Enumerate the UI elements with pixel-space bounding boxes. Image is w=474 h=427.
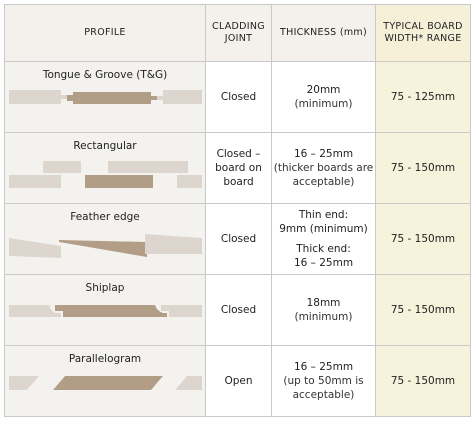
range-cell: 75 - 150mm bbox=[375, 345, 471, 417]
thickness-cell: 16 – 25mm (thicker boards are acceptable… bbox=[271, 132, 376, 204]
thickness-note: (up to 50mm is acceptable) bbox=[283, 375, 364, 401]
thickness-value: 20mm bbox=[306, 84, 341, 96]
joint-cell: Open bbox=[205, 345, 272, 417]
header-cladding-joint: CLADDING JOINT bbox=[205, 4, 272, 62]
feather-edge-profile-icon bbox=[9, 234, 202, 258]
profile-cell: Feather edge bbox=[4, 203, 206, 275]
thickness-value: 16 – 25mm bbox=[293, 148, 354, 160]
table-row: Parallelogram Open 16 – 25mm (up to 50mm… bbox=[4, 345, 471, 417]
profile-name: Parallelogram bbox=[68, 353, 142, 365]
thickness-thin-label: Thin end: bbox=[298, 209, 349, 221]
thickness-thick-value: 16 – 25mm bbox=[293, 257, 354, 269]
thickness-cell: Thin end: 9mm (minimum) Thick end: 16 – … bbox=[271, 203, 376, 275]
thickness-cell: 16 – 25mm (up to 50mm is acceptable) bbox=[271, 345, 376, 417]
profile-cell: Shiplap bbox=[4, 274, 206, 346]
profile-cell: Tongue & Groove (T&G) bbox=[4, 61, 206, 133]
profile-cell: Rectangular bbox=[4, 132, 206, 204]
joint-cell: Closed bbox=[205, 274, 272, 346]
profile-name: Rectangular bbox=[73, 140, 137, 152]
rectangular-profile-icon bbox=[9, 161, 202, 188]
thickness-cell: 20mm (minimum) bbox=[271, 61, 376, 133]
joint-cell: Closed bbox=[205, 61, 272, 133]
joint-cell: Closed – board on board bbox=[205, 132, 272, 204]
thickness-cell: 18mm (minimum) bbox=[271, 274, 376, 346]
tongue-groove-profile-icon bbox=[9, 90, 202, 104]
header-thickness: THICKNESS (mm) bbox=[271, 4, 376, 62]
profile-name: Shiplap bbox=[85, 282, 125, 294]
thickness-note: (thicker boards are acceptable) bbox=[273, 162, 374, 188]
table-row: Shiplap Closed 18mm (minimum) 75 - 150mm bbox=[4, 274, 471, 346]
thickness-value: 18mm bbox=[306, 297, 341, 309]
thickness-note: (minimum) bbox=[294, 98, 353, 110]
thickness-note: (minimum) bbox=[294, 311, 353, 323]
header-typical-board-width: TYPICAL BOARD WIDTH* RANGE bbox=[375, 4, 471, 62]
table-row: Tongue & Groove (T&G) Closed 20mm (minim… bbox=[4, 61, 471, 133]
header-profile: PROFILE bbox=[4, 4, 206, 62]
table-row: Feather edge Closed Thin end: 9mm (minim… bbox=[4, 203, 471, 275]
range-cell: 75 - 150mm bbox=[375, 132, 471, 204]
thickness-thin-value: 9mm (minimum) bbox=[279, 223, 368, 235]
cladding-profile-table: PROFILE CLADDING JOINT THICKNESS (mm) TY… bbox=[4, 4, 471, 417]
profile-cell: Parallelogram bbox=[4, 345, 206, 417]
range-cell: 75 - 125mm bbox=[375, 61, 471, 133]
table-row: Rectangular Closed – board on board 16 –… bbox=[4, 132, 471, 204]
profile-name: Tongue & Groove (T&G) bbox=[42, 69, 168, 81]
shiplap-profile-icon bbox=[9, 305, 202, 317]
thickness-value: 16 – 25mm bbox=[293, 361, 354, 373]
profile-name: Feather edge bbox=[70, 211, 140, 223]
range-cell: 75 - 150mm bbox=[375, 203, 471, 275]
range-cell: 75 - 150mm bbox=[375, 274, 471, 346]
header-row: PROFILE CLADDING JOINT THICKNESS (mm) TY… bbox=[4, 4, 471, 62]
thickness-thick-label: Thick end: bbox=[296, 243, 351, 255]
parallelogram-profile-icon bbox=[9, 376, 202, 390]
joint-cell: Closed bbox=[205, 203, 272, 275]
